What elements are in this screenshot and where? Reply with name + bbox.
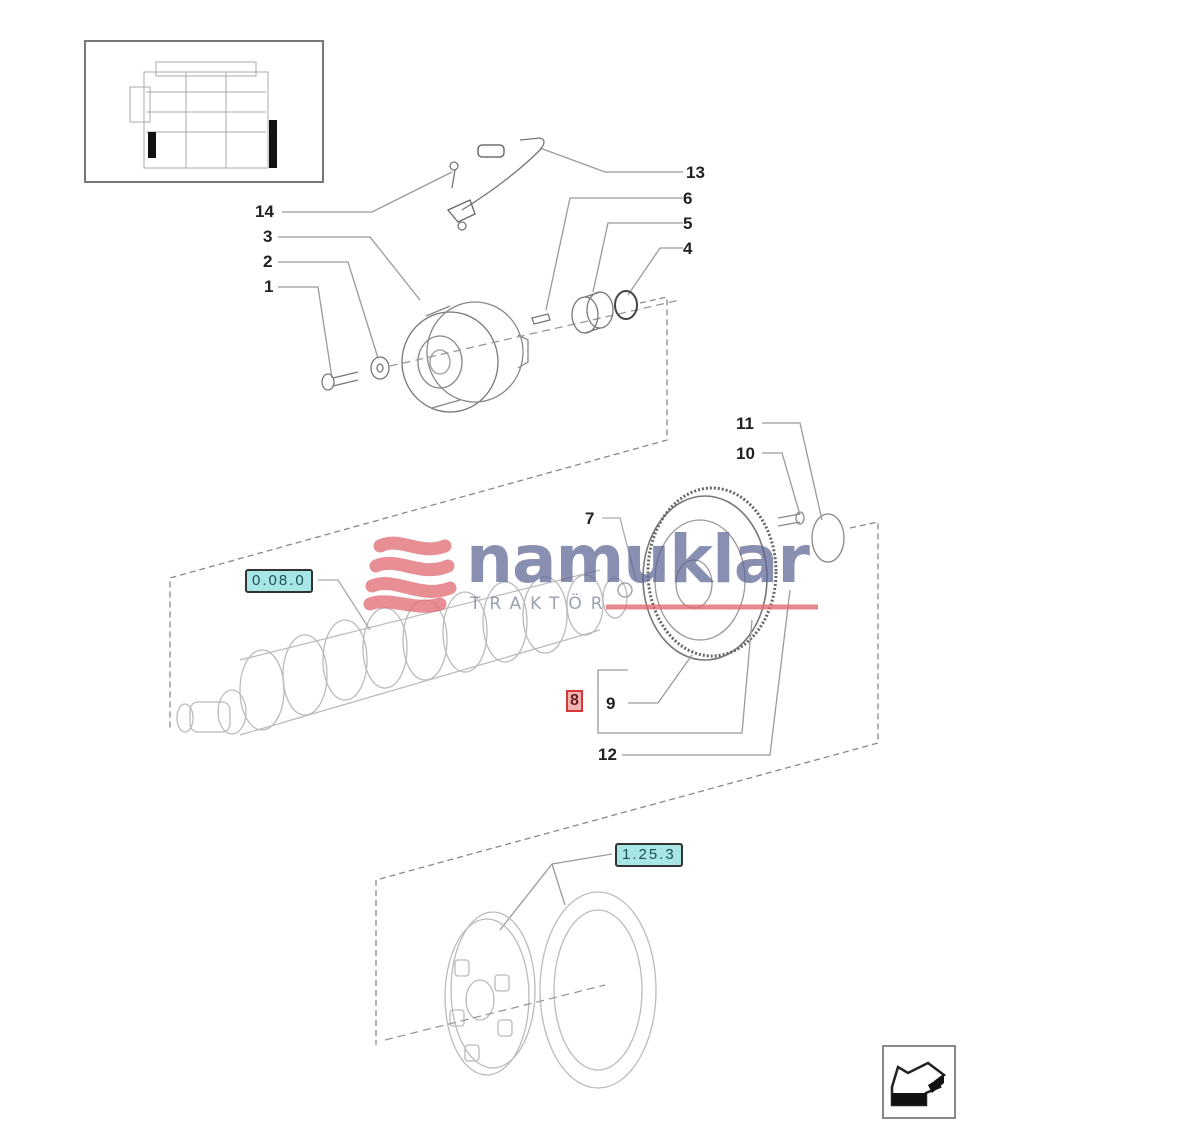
callout-7[interactable]: 7: [585, 509, 595, 528]
previous-page-button[interactable]: [882, 1045, 956, 1119]
engine-thumbnail[interactable]: [84, 40, 324, 183]
callout-2[interactable]: 2: [263, 252, 273, 271]
watermark-logo-icon: [363, 536, 457, 613]
engine-icon: [129, 61, 277, 169]
callout-11[interactable]: 11: [736, 414, 754, 433]
reference-crankshaft-link[interactable]: 0.08.0: [245, 569, 313, 593]
callout-12[interactable]: 12: [598, 745, 617, 764]
callout-14[interactable]: 14: [255, 202, 274, 221]
callout-6[interactable]: 6: [683, 189, 693, 208]
watermark-tagline: TRAKTÖR: [470, 594, 612, 614]
callout-8-selected[interactable]: 8: [566, 690, 583, 712]
arrow-back-icon: [890, 1061, 947, 1107]
reference-clutch-link[interactable]: 1.25.3: [615, 843, 683, 867]
watermark-brand: namuklar: [466, 521, 810, 598]
callout-1[interactable]: 1: [264, 277, 274, 296]
callout-4[interactable]: 4: [683, 239, 693, 258]
callout-9[interactable]: 9: [606, 694, 616, 713]
callout-13[interactable]: 13: [686, 163, 705, 182]
callout-3[interactable]: 3: [263, 227, 273, 246]
callout-5[interactable]: 5: [683, 214, 693, 233]
callout-10[interactable]: 10: [736, 444, 755, 463]
